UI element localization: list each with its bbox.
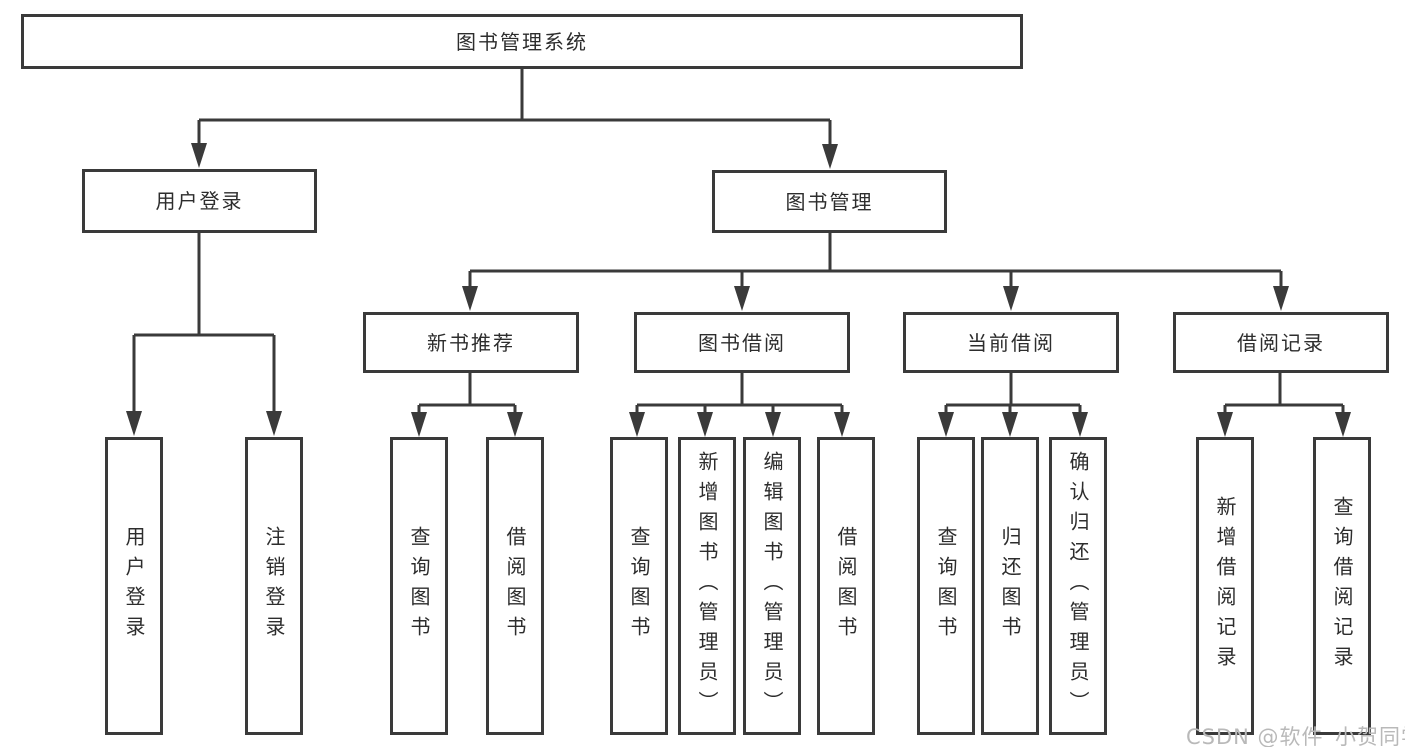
node-label: 当前借阅 bbox=[967, 330, 1055, 355]
leaf-current-query-book: 查询图书 bbox=[917, 437, 975, 735]
node-label: 图书管理系统 bbox=[456, 29, 588, 54]
leaf-newbook-query-book: 查询图书 bbox=[390, 437, 448, 735]
node-user-login: 用户登录 bbox=[82, 169, 317, 233]
node-borrow-records: 借阅记录 bbox=[1173, 312, 1389, 373]
leaf-query-borrow-record: 查询借阅记录 bbox=[1313, 437, 1371, 735]
leaf-label: 查询图书 bbox=[934, 526, 958, 646]
node-book-management: 图书管理 bbox=[712, 170, 947, 233]
leaf-confirm-return-admin: 确认归还（管理员） bbox=[1049, 437, 1107, 735]
leaf-label: 归还图书 bbox=[998, 526, 1022, 646]
leaf-add-book-admin: 新增图书（管理员） bbox=[678, 437, 736, 735]
arrowhead-icons bbox=[126, 143, 1351, 437]
leaf-label: 借阅图书 bbox=[834, 526, 858, 646]
node-current-borrow: 当前借阅 bbox=[903, 312, 1119, 373]
leaf-return-book: 归还图书 bbox=[981, 437, 1039, 735]
node-label: 用户登录 bbox=[155, 189, 244, 213]
leaf-label: 新增图书（管理员） bbox=[695, 451, 719, 721]
leaf-label: 查询图书 bbox=[407, 526, 431, 646]
node-label: 新书推荐 bbox=[427, 330, 515, 355]
leaf-borrow-query-book: 查询图书 bbox=[610, 437, 668, 735]
leaf-label: 编辑图书（管理员） bbox=[760, 451, 784, 721]
leaf-label: 查询图书 bbox=[627, 526, 651, 646]
leaf-label: 借阅图书 bbox=[503, 526, 527, 646]
node-label: 图书借阅 bbox=[698, 330, 786, 355]
leaf-add-borrow-record: 新增借阅记录 bbox=[1196, 437, 1254, 735]
leaf-newbook-borrow-book: 借阅图书 bbox=[486, 437, 544, 735]
node-label: 借阅记录 bbox=[1237, 330, 1325, 355]
node-label: 图书管理 bbox=[785, 189, 874, 214]
leaf-edit-book-admin: 编辑图书（管理员） bbox=[743, 437, 801, 735]
leaf-label: 查询借阅记录 bbox=[1330, 496, 1354, 676]
leaf-label: 注销登录 bbox=[262, 526, 286, 646]
csdn-watermark: CSDN @软件_小贺同学 bbox=[1186, 725, 1405, 747]
leaf-label: 新增借阅记录 bbox=[1213, 496, 1237, 676]
node-root-system: 图书管理系统 bbox=[21, 14, 1023, 69]
leaf-logout: 注销登录 bbox=[245, 437, 303, 735]
node-new-book-recommend: 新书推荐 bbox=[363, 312, 579, 373]
leaf-borrow-book: 借阅图书 bbox=[817, 437, 875, 735]
node-book-borrow: 图书借阅 bbox=[634, 312, 850, 373]
leaf-label: 用户登录 bbox=[122, 526, 146, 646]
leaf-user-login: 用户登录 bbox=[105, 437, 163, 735]
leaf-label: 确认归还（管理员） bbox=[1066, 451, 1090, 721]
